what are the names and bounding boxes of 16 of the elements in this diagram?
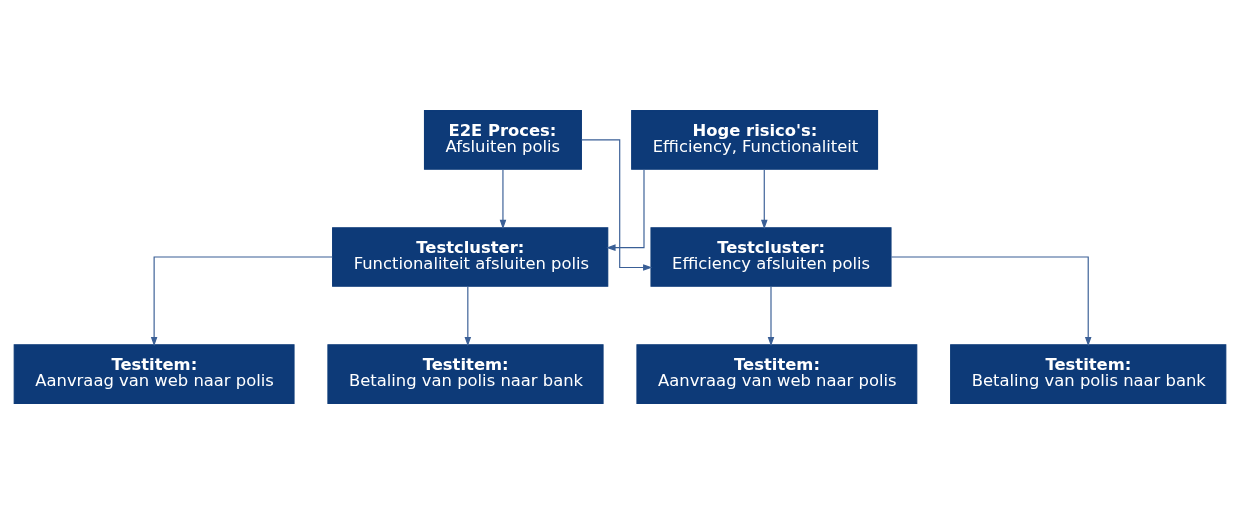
node-box: E2E Proces: Afsluiten polis xyxy=(423,109,582,170)
arrow xyxy=(150,255,334,346)
arrow xyxy=(890,255,1092,346)
arrow xyxy=(606,168,645,251)
arrow xyxy=(761,168,768,229)
node-box: Testitem: Betaling van polis naar bank xyxy=(950,343,1227,404)
arrow xyxy=(580,138,653,271)
node-box: Testcluster: Efficiency afsluiten polis xyxy=(650,226,892,287)
node-box: Testitem: Betaling van polis naar bank xyxy=(327,343,604,404)
node-box: Testitem: Aanvraag van web naar polis xyxy=(636,343,918,404)
arrow xyxy=(499,168,507,229)
arrow xyxy=(767,285,775,346)
node-box: Testcluster: Functionaliteit afsluiten polis xyxy=(332,226,609,287)
node-box: Testitem: Aanvraag van web naar polis xyxy=(13,343,295,404)
node-box: Hoge risico's: Efficiency, Functionaliteit xyxy=(631,109,879,170)
arrow xyxy=(464,285,472,346)
